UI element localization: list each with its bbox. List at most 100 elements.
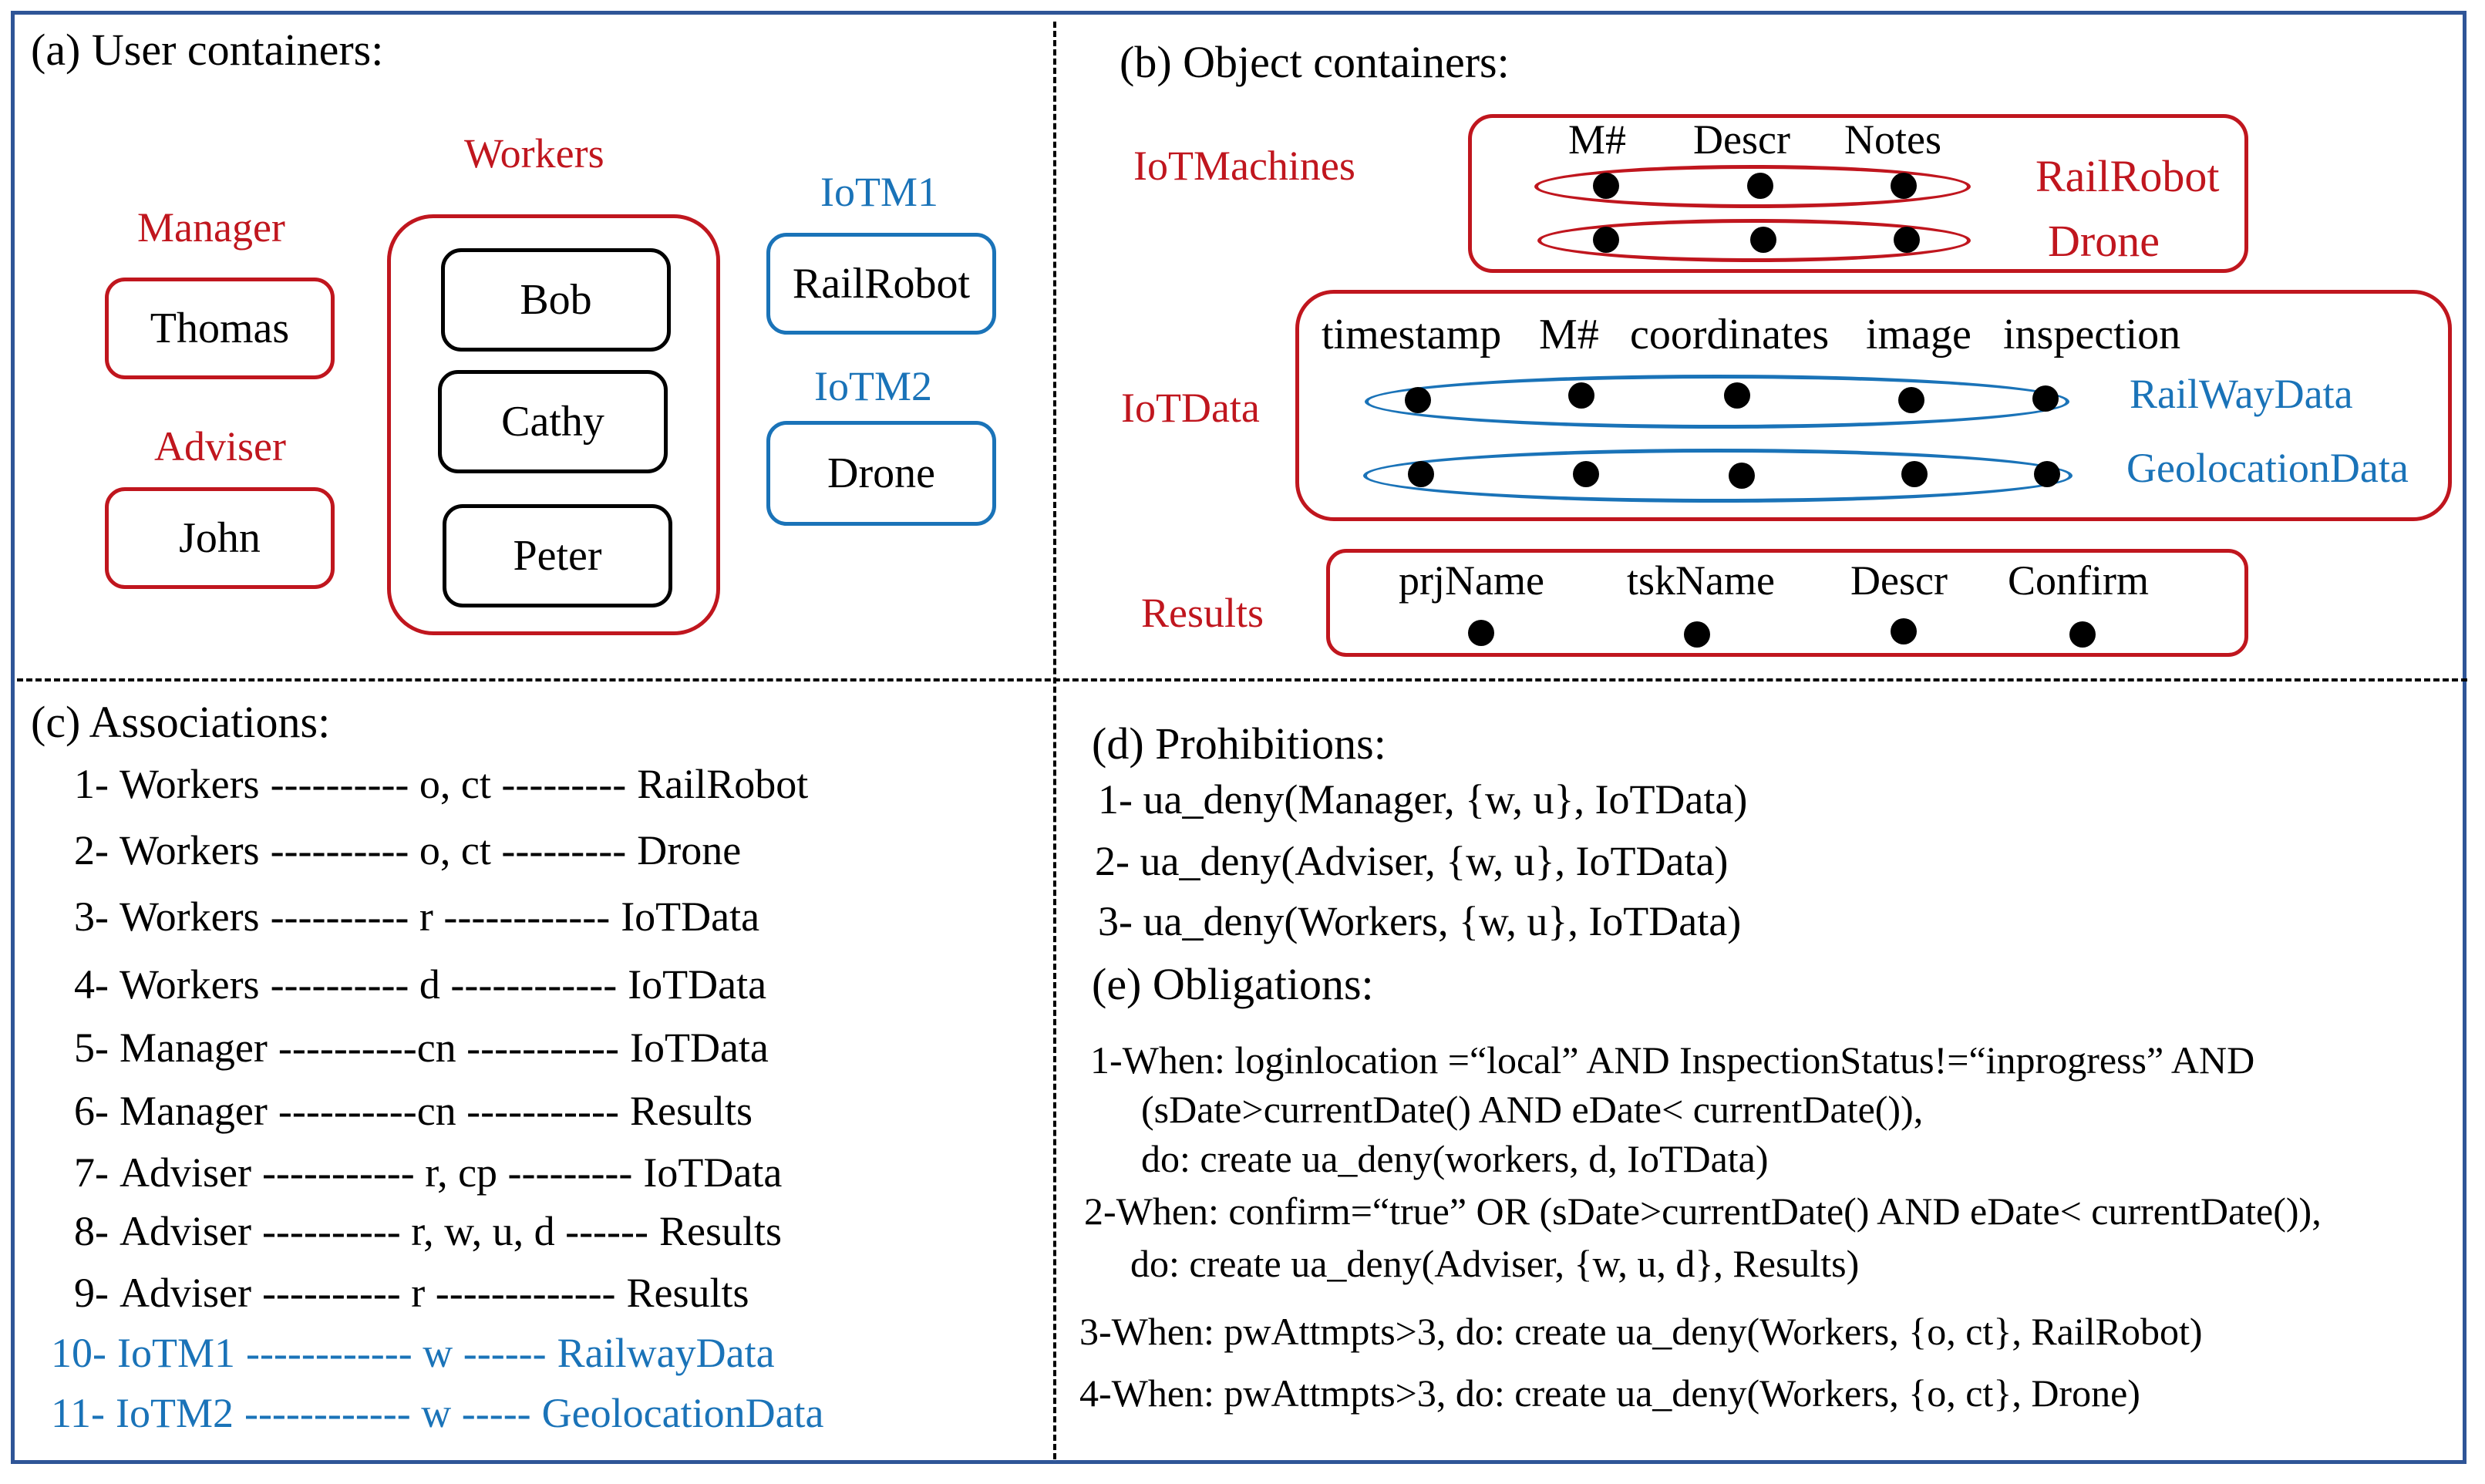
section-a-title: (a) User containers: — [31, 25, 384, 75]
association-subject: Workers — [119, 893, 260, 940]
association-permissions: ---------- r, w, u, d ------ — [261, 1208, 648, 1254]
association-object: GeolocationData — [541, 1390, 824, 1436]
horizontal-divider — [17, 678, 2467, 681]
vertical-divider — [1053, 22, 1056, 1459]
iotdata-col-image: image — [1866, 311, 1972, 358]
results-dot-tskname — [1684, 621, 1710, 648]
results-dot-confirm — [2069, 621, 2096, 648]
association-row: 4-Workers---------- d ------------IoTDat… — [74, 964, 766, 1005]
railwaydata-dot-5 — [2032, 385, 2059, 412]
association-subject: IoTM2 — [115, 1390, 234, 1436]
association-subject: Manager — [119, 1025, 268, 1071]
association-number: 3- — [74, 893, 109, 940]
iotdata-container — [1295, 290, 2452, 521]
association-subject: Workers — [119, 961, 260, 1008]
results-col-descr: Descr — [1850, 557, 1948, 604]
association-number: 7- — [74, 1149, 109, 1196]
association-object: IoTData — [643, 1149, 783, 1196]
association-number: 9- — [74, 1270, 109, 1316]
drone-row-label: Drone — [2048, 216, 2160, 266]
iotm1-container: RailRobot — [766, 233, 996, 335]
workers-label: Workers — [464, 130, 604, 177]
iotdata-col-timestamp: timestamp — [1322, 311, 1502, 358]
iotmachines-container — [1468, 114, 2248, 273]
user-peter: Peter — [513, 532, 602, 580]
association-permissions: ----------cn ----------- — [278, 1088, 619, 1134]
association-row: 11-IoTM2------------ w -----GeolocationD… — [51, 1392, 824, 1434]
prohibition-3: 3- ua_deny(Workers, {w, u}, IoTData) — [1098, 898, 1742, 944]
association-row: 8-Adviser---------- r, w, u, d ------Res… — [74, 1210, 782, 1252]
railrobot-dot-descr — [1747, 173, 1773, 199]
association-row: 2-Workers---------- o, ct ---------Drone — [74, 829, 741, 871]
association-permissions: ---------- d ------------ — [270, 961, 618, 1008]
outer-frame — [11, 11, 2466, 1464]
section-b-title: (b) Object containers: — [1120, 37, 1510, 87]
association-object: Drone — [637, 827, 742, 873]
railrobot-row-label: RailRobot — [2035, 151, 2220, 201]
user-thomas: Thomas — [150, 305, 290, 352]
association-number: 10- — [51, 1330, 106, 1376]
geolocationdata-dot-1 — [1408, 461, 1434, 487]
iotm2-container: Drone — [766, 421, 996, 526]
association-object: Results — [630, 1088, 753, 1134]
obligation-1-line-1: 1-When: loginlocation =“local” AND Inspe… — [1090, 1038, 2255, 1082]
association-subject: IoTM1 — [116, 1330, 235, 1376]
association-subject: Adviser — [119, 1149, 251, 1196]
association-number: 1- — [74, 761, 109, 807]
geolocationdata-row-label: GeolocationData — [2126, 445, 2409, 491]
association-object: Results — [658, 1208, 783, 1254]
association-object: RailwayData — [557, 1330, 775, 1376]
results-col-confirm: Confirm — [2008, 557, 2149, 604]
adviser-container: John — [105, 487, 335, 589]
railwaydata-dot-4 — [1898, 387, 1924, 413]
association-subject: Adviser — [119, 1270, 251, 1316]
user-cathy: Cathy — [501, 398, 604, 446]
railrobot-dot-notes — [1891, 173, 1917, 199]
prohibition-2: 2- ua_deny(Adviser, {w, u}, IoTData) — [1095, 838, 1729, 884]
railwaydata-dot-2 — [1568, 382, 1594, 409]
iotdata-col-inspection: inspection — [2003, 311, 2181, 358]
association-object: IoTData — [621, 893, 760, 940]
association-permissions: ---------- o, ct --------- — [270, 761, 627, 807]
adviser-label: Adviser — [154, 423, 286, 469]
railrobot-row-ellipse — [1534, 165, 1971, 208]
association-subject: Workers — [119, 827, 260, 873]
drone-dot-m — [1593, 227, 1619, 253]
prohibition-1: 1- ua_deny(Manager, {w, u}, IoTData) — [1098, 776, 1748, 823]
association-number: 6- — [74, 1088, 109, 1134]
obligation-4: 4-When: pwAttmpts>3, do: create ua_deny(… — [1079, 1371, 2140, 1415]
association-row: 5-Manager----------cn -----------IoTData — [74, 1027, 769, 1068]
obligation-1-line-2: (sDate>currentDate() AND eDate< currentD… — [1141, 1088, 1924, 1131]
results-dot-descr — [1891, 618, 1917, 644]
iotm1-label: IoTM1 — [820, 169, 938, 215]
geolocationdata-dot-4 — [1901, 461, 1928, 487]
geolocationdata-dot-2 — [1573, 461, 1599, 487]
railwaydata-row-label: RailWayData — [2130, 371, 2353, 417]
results-col-tskname: tskName — [1627, 557, 1775, 604]
device-drone: Drone — [827, 449, 935, 497]
user-box-bob: Bob — [441, 248, 671, 352]
association-subject: Adviser — [119, 1208, 251, 1254]
association-object: Results — [626, 1270, 749, 1316]
section-d-title: (d) Prohibitions: — [1092, 718, 1386, 769]
manager-container: Thomas — [105, 278, 335, 379]
results-col-prjname: prjName — [1399, 557, 1544, 604]
association-permissions: ----------cn ----------- — [278, 1025, 619, 1071]
geolocationdata-row-ellipse — [1363, 449, 2073, 503]
geolocationdata-dot-5 — [2034, 461, 2060, 487]
user-john: John — [179, 514, 261, 562]
iotm2-label: IoTM2 — [814, 363, 932, 409]
association-number: 8- — [74, 1208, 109, 1254]
iotdata-col-coordinates: coordinates — [1630, 311, 1830, 358]
obligation-2-line-2: do: create ua_deny(Adviser, {w, u, d}, R… — [1130, 1242, 1860, 1285]
section-e-title: (e) Obligations: — [1092, 959, 1374, 1009]
iotdata-col-m: M# — [1539, 311, 1599, 358]
user-box-cathy: Cathy — [438, 370, 668, 473]
user-bob: Bob — [520, 276, 592, 324]
association-row: 10-IoTM1------------ w ------RailwayData — [51, 1332, 775, 1374]
obligation-3: 3-When: pwAttmpts>3, do: create ua_deny(… — [1079, 1310, 2203, 1353]
association-number: 4- — [74, 961, 109, 1008]
results-container — [1326, 549, 2248, 657]
association-subject: Manager — [119, 1088, 268, 1134]
drone-dot-notes — [1894, 227, 1920, 253]
